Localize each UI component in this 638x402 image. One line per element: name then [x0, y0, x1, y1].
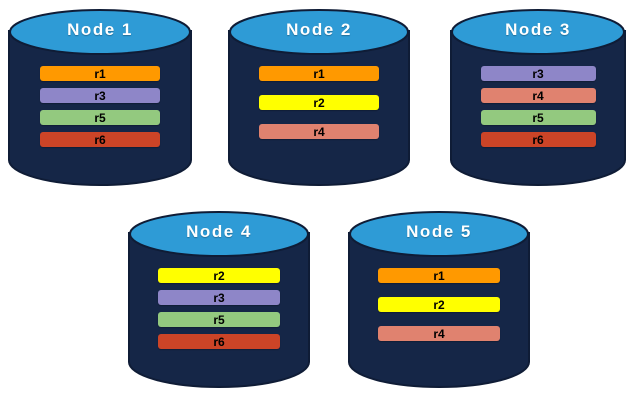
replica-stack: r1 r2 r4: [228, 66, 410, 139]
replica-bar-r3[interactable]: r3: [158, 290, 280, 305]
replica-bar-r4[interactable]: r4: [480, 88, 596, 103]
cylinder-top-ellipse: [129, 211, 309, 257]
replica-bar-r4[interactable]: r4: [259, 124, 379, 139]
replica-bar-r1[interactable]: r1: [259, 66, 379, 81]
replica-bar-r3[interactable]: r3: [40, 88, 160, 103]
replica-bar-r6[interactable]: r6: [158, 334, 280, 349]
replica-bar-r2[interactable]: r2: [158, 268, 280, 283]
replica-bar-r2[interactable]: r2: [259, 95, 379, 110]
replica-bar-r5[interactable]: r5: [480, 110, 596, 125]
replica-bar-r6[interactable]: r6: [480, 132, 596, 147]
cylinder-top-ellipse: [229, 9, 409, 55]
cylinder-top-ellipse: [9, 9, 191, 55]
replica-stack: r3 r4 r5 r6: [450, 66, 626, 147]
replica-stack: r2 r3 r5 r6: [128, 268, 310, 349]
cylinder-top-ellipse: [349, 211, 529, 257]
replica-bar-r6[interactable]: r6: [40, 132, 160, 147]
replica-stack: r1 r3 r5 r6: [8, 66, 192, 147]
replica-bar-r1[interactable]: r1: [378, 268, 500, 283]
replica-bar-r5[interactable]: r5: [40, 110, 160, 125]
replica-bar-r1[interactable]: r1: [40, 66, 160, 81]
replica-bar-r2[interactable]: r2: [378, 297, 500, 312]
replica-bar-r3[interactable]: r3: [480, 66, 596, 81]
replica-bar-r5[interactable]: r5: [158, 312, 280, 327]
replica-bar-r4[interactable]: r4: [378, 326, 500, 341]
cylinder-top-ellipse: [451, 9, 625, 55]
replica-stack: r1 r2 r4: [348, 268, 530, 341]
